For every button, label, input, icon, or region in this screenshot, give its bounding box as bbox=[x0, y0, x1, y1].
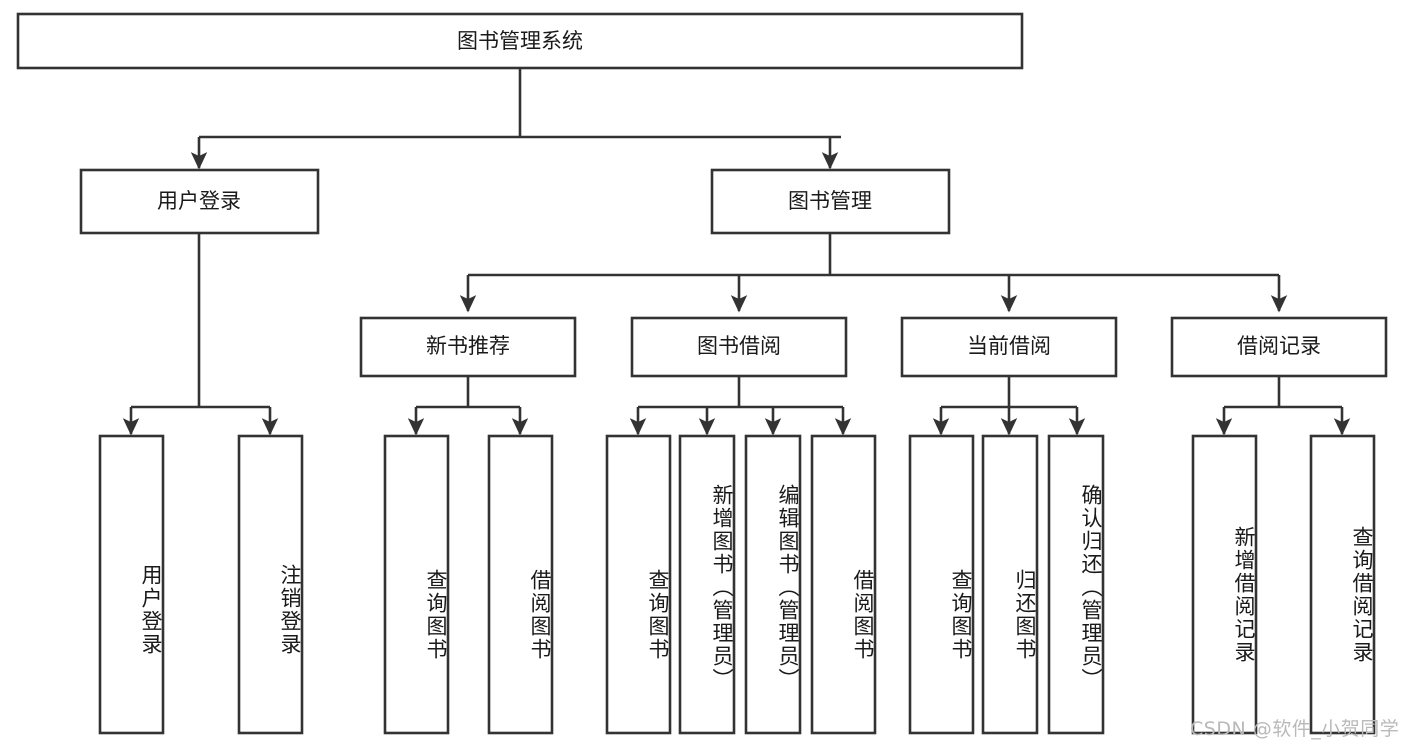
node-book-borrow-label: 图书借阅 bbox=[697, 334, 781, 358]
node-book-manage-label: 图书管理 bbox=[788, 189, 872, 213]
connector-bookmanage-to-level3 bbox=[459, 233, 1288, 313]
connector-root-to-level2 bbox=[190, 68, 841, 170]
node-leaf-return-book[interactable] bbox=[981, 434, 1039, 735]
node-leaf-add-book[interactable] bbox=[678, 434, 736, 735]
node-user-login[interactable]: 用户登录 bbox=[79, 168, 320, 235]
node-leaf-edit-book[interactable] bbox=[744, 434, 802, 735]
node-leaf-add-record[interactable] bbox=[1191, 434, 1258, 735]
node-root[interactable]: 图书管理系统 bbox=[16, 12, 1024, 70]
node-borrow-record[interactable]: 借阅记录 bbox=[1170, 316, 1388, 378]
node-leaf-query-book-1[interactable] bbox=[383, 434, 450, 735]
node-leaf-confirm-return[interactable] bbox=[1047, 434, 1105, 735]
connector-userlogin-to-leaves bbox=[122, 233, 279, 436]
connector-borrowrecord-to-leaves bbox=[1215, 376, 1351, 436]
connector-newbookrec-to-leaves bbox=[407, 376, 529, 436]
node-current-borrow[interactable]: 当前借阅 bbox=[900, 316, 1118, 378]
node-user-login-label: 用户登录 bbox=[157, 189, 241, 213]
node-leaf-query-record[interactable] bbox=[1309, 434, 1376, 735]
node-leaf-user-login[interactable] bbox=[98, 434, 165, 735]
node-current-borrow-label: 当前借阅 bbox=[967, 334, 1051, 358]
node-book-manage[interactable]: 图书管理 bbox=[710, 168, 951, 235]
node-book-borrow[interactable]: 图书借阅 bbox=[630, 316, 848, 378]
connector-bookborrow-to-leaves bbox=[629, 376, 852, 436]
csdn-watermark: CSDN @软件_小贺同学 bbox=[1190, 718, 1400, 740]
node-new-book-rec[interactable]: 新书推荐 bbox=[359, 316, 577, 378]
connector-currentborrow-to-leaves bbox=[932, 376, 1086, 436]
node-new-book-rec-label: 新书推荐 bbox=[426, 334, 510, 358]
node-leaf-query-book-2[interactable] bbox=[605, 434, 672, 735]
node-leaf-borrow-book-2[interactable] bbox=[810, 434, 877, 735]
node-leaf-user-logout[interactable] bbox=[237, 434, 304, 735]
node-leaf-query-book-3[interactable] bbox=[908, 434, 975, 735]
node-root-label: 图书管理系统 bbox=[457, 29, 583, 53]
node-leaf-borrow-book-1[interactable] bbox=[487, 434, 554, 735]
node-borrow-record-label: 借阅记录 bbox=[1237, 334, 1321, 358]
